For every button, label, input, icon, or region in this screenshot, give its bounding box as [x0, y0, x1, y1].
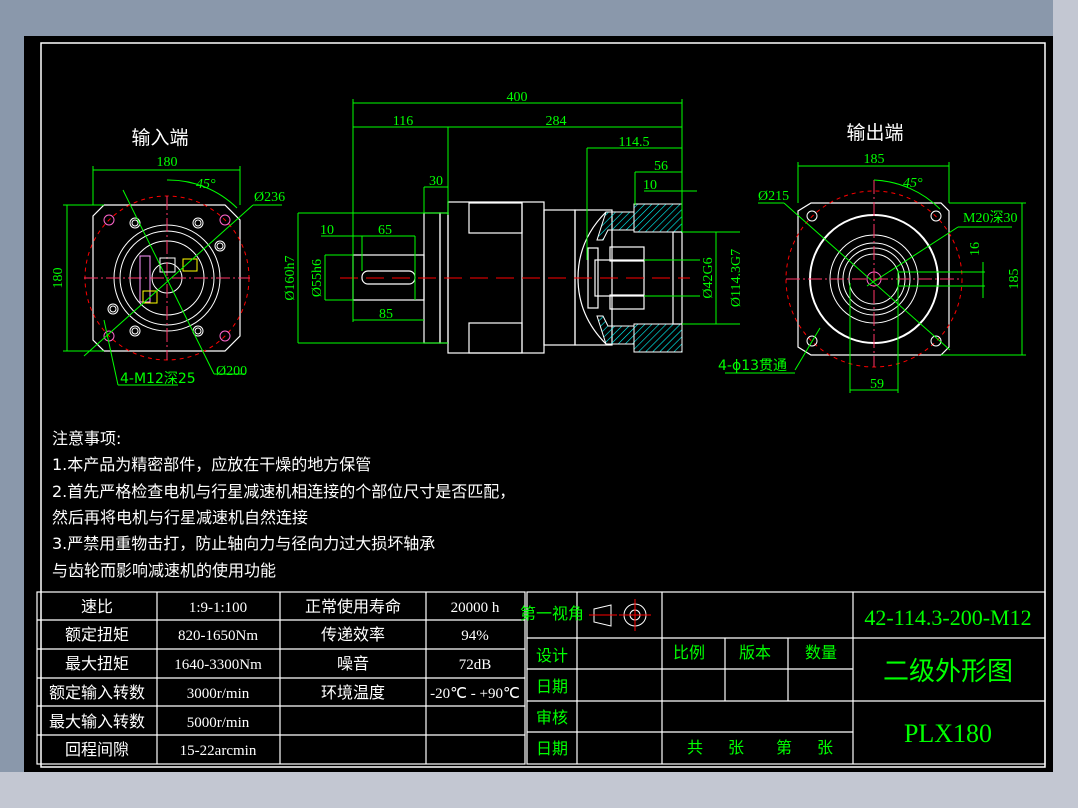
title-block: 第一视角 设计 日期 审核 日期 比例 版本 数量 共 张 第 张 42-114… [520, 591, 1046, 765]
date-label: 日期 [536, 677, 568, 696]
review-label: 审核 [536, 708, 568, 727]
note-line: 1.本产品为精密部件，应放在干燥的地方保管 [52, 455, 371, 474]
sheet-label: 张 [728, 738, 744, 757]
date-label: 日期 [536, 739, 568, 758]
spec-value: 72dB [459, 657, 492, 673]
note-line: 3.严禁用重物击打，防止轴向力与径向力过大损坏轴承 [52, 534, 435, 553]
spec-row: 最大输入转数 5000r/min [49, 712, 250, 731]
design-label: 设计 [536, 646, 568, 665]
viewport-bottom-strip [0, 772, 1078, 808]
note-line: 然后再将电机与行星减速机自然连接 [52, 508, 308, 527]
shaft-length-dim: 85 [379, 307, 393, 322]
spec-value: 820-1650Nm [178, 628, 258, 644]
key-offset-dim: 10 [320, 223, 334, 238]
spec-value: 1640-3300Nm [174, 657, 262, 673]
output-height-dim: 185 [1007, 269, 1022, 290]
shoulder-dim: 30 [429, 174, 443, 189]
shaft-diameter-dim: Ø55h6 [310, 259, 325, 297]
spec-label: 环境温度 [321, 683, 385, 702]
spec-value: 20000 h [451, 600, 500, 616]
spec-row: 额定输入转数 3000r/min 环境温度 -20℃ - +90℃ [49, 683, 520, 702]
spec-label: 正常使用寿命 [305, 597, 401, 616]
spec-value: 15-22arcmin [180, 743, 257, 759]
spec-label: 最大输入转数 [49, 712, 145, 731]
quantity-label: 数量 [805, 643, 837, 662]
spec-label: 额定扭矩 [65, 625, 129, 644]
spec-row: 最大扭矩 1640-3300Nm 噪音 72dB [65, 654, 491, 673]
drawing-sheet[interactable]: 输入端 [24, 36, 1053, 772]
cad-drawing: 输入端 [36, 42, 1046, 768]
notes-title: 注意事项: [52, 429, 121, 448]
notes-block: 注意事项: 1.本产品为精密部件，应放在干燥的地方保管 2.首先严格检查电机与行… [52, 429, 515, 580]
output-pilot-diameter-dim: Ø114.3G7 [729, 249, 744, 307]
note-line: 与齿轮而影响减速机的使用功能 [52, 561, 276, 580]
drawing-name: 二级外形图 [883, 657, 1013, 687]
spec-value: 1:9-1:100 [189, 600, 247, 616]
page-label: 第 [776, 738, 792, 757]
output-length-dim: 114.5 [619, 135, 650, 150]
input-end-view: 输入端 [51, 127, 285, 387]
spec-row: 额定扭矩 820-1650Nm 传递效率 94% [65, 625, 489, 644]
sheet-label: 张 [817, 738, 833, 757]
output-view-title: 输出端 [846, 122, 903, 144]
drawing-border [40, 42, 1046, 768]
spec-value: 3000r/min [187, 686, 250, 702]
spec-label: 额定输入转数 [49, 683, 145, 702]
version-label: 版本 [739, 643, 771, 662]
projection-symbol-icon [589, 599, 651, 631]
input-pcd-inner-dim: Ø200 [216, 364, 247, 379]
output-holes-dim: 4-ϕ13贯通 [718, 358, 787, 374]
pilot-diameter-dim: Ø160h7 [283, 255, 298, 300]
input-angle-dim: 45° [196, 177, 216, 192]
spec-label: 回程间隙 [65, 740, 129, 759]
spec-label: 传递效率 [321, 625, 385, 644]
spec-row: 速比 1:9-1:100 正常使用寿命 20000 h [81, 597, 500, 616]
output-width-dim: 185 [864, 152, 885, 167]
projection-label: 第一视角 [520, 604, 584, 623]
output-shaft-diameter-dim: Ø42G6 [701, 257, 716, 298]
viewport-right-strip [1053, 0, 1078, 808]
side-view: 400 116 284 114.5 56 10 30 10 65 85 Ø160… [283, 90, 744, 354]
output-pcd-dim: Ø215 [758, 189, 789, 204]
spec-table: 速比 1:9-1:100 正常使用寿命 20000 h 额定扭矩 820-165… [36, 591, 526, 765]
spec-label: 噪音 [337, 654, 369, 673]
output-thread-dim: M20深30 [963, 210, 1017, 226]
spec-value: 5000r/min [187, 715, 250, 731]
input-pcd-outer-dim: Ø236 [254, 190, 285, 205]
output-key-dim: 16 [968, 242, 983, 256]
spec-value: -20℃ - +90℃ [430, 686, 520, 702]
model-name: PLX180 [904, 719, 992, 748]
spec-label: 速比 [81, 597, 113, 616]
input-width-dim: 180 [157, 155, 178, 170]
input-height-dim: 180 [51, 268, 66, 289]
body-length-dim: 284 [546, 114, 567, 129]
output-angle-dim: 45° [903, 176, 923, 191]
scale-label: 比例 [673, 643, 705, 662]
part-number: 42-114.3-200-M12 [864, 605, 1031, 630]
spec-row: 回程间隙 15-22arcmin [65, 740, 257, 759]
note-line: 2.首先严格检查电机与行星减速机相连接的个部位尺寸是否匹配， [52, 482, 515, 501]
key-length-dim: 65 [378, 223, 392, 238]
pilot-length-dim: 10 [643, 178, 657, 193]
overall-length-dim: 400 [507, 90, 528, 105]
spec-value: 94% [461, 628, 489, 644]
input-view-title: 输入端 [131, 127, 188, 149]
output-key-depth-dim: 59 [870, 377, 884, 392]
input-length-dim: 116 [393, 114, 413, 129]
spec-label: 最大扭矩 [65, 654, 129, 673]
input-holes-dim: 4-M12深25 [120, 371, 196, 387]
output-end-view: 输出端 [718, 122, 1026, 393]
flange-length-dim: 56 [654, 159, 668, 174]
total-label: 共 [687, 738, 703, 757]
